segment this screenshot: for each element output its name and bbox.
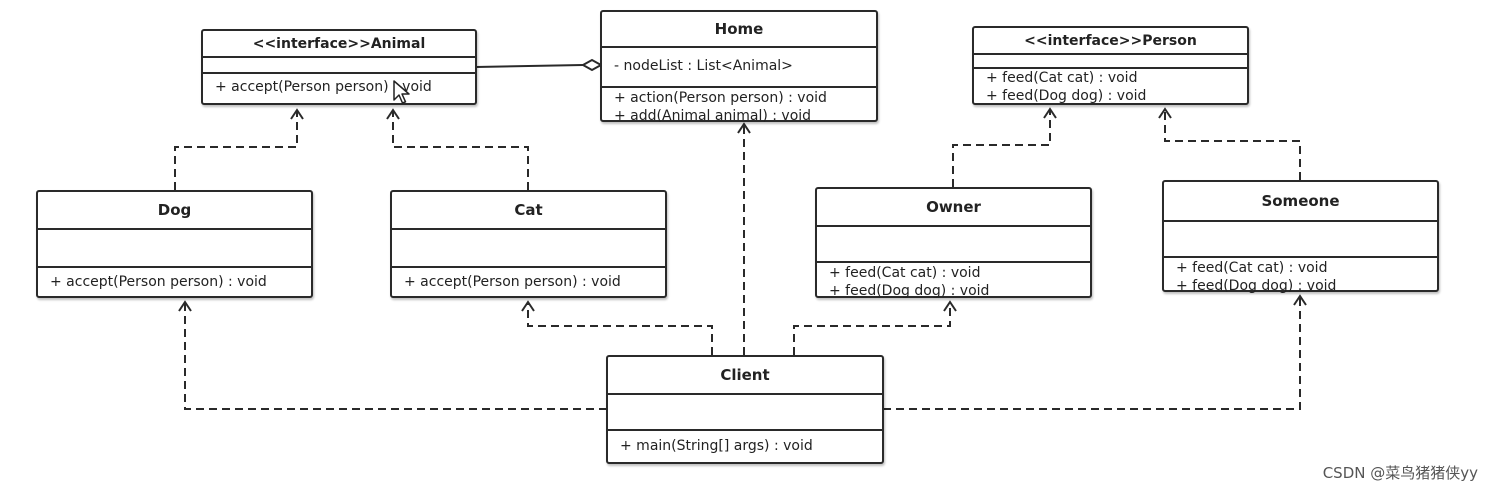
class-client-title: Client (608, 357, 882, 395)
class-client-attributes (608, 395, 882, 431)
aggregation-line-home-animal (475, 64, 584, 68)
arrowhead-client-someone (1293, 294, 1307, 306)
dependency-client-someone (883, 296, 1301, 410)
realization-dog-animal (174, 110, 298, 190)
class-dog-title: Dog (38, 192, 311, 230)
class-cat-attributes (392, 230, 665, 268)
class-client-operations: + main(String[] args) : void (608, 431, 882, 455)
arrowhead-dog-animal (290, 108, 304, 120)
class-person-title: <<interface>>Person (974, 28, 1247, 55)
class-cat-operations: + accept(Person person) : void (392, 268, 665, 291)
operation: + accept(Person person) : void (215, 79, 432, 95)
realization-owner-person (952, 109, 1051, 187)
class-person-operations: + feed(Cat cat) : void + feed(Dog dog) :… (974, 69, 1247, 105)
class-person-attributes (974, 55, 1247, 69)
operation: + feed(Dog dog) : void (986, 88, 1147, 104)
attribute: - nodeList : List<Animal> (614, 58, 793, 74)
operation: + accept(Person person) : void (404, 274, 621, 290)
class-dog[interactable]: Dog + accept(Person person) : void (36, 190, 313, 298)
class-someone-operations: + feed(Cat cat) : void + feed(Dog dog) :… (1164, 258, 1437, 295)
class-home-title: Home (602, 12, 876, 48)
realization-cat-animal (392, 110, 529, 190)
operation: + feed(Dog dog) : void (829, 283, 990, 299)
arrowhead-client-dog (178, 300, 192, 312)
arrowhead-cat-animal (386, 108, 400, 120)
dependency-client-owner (793, 302, 951, 355)
class-owner-title: Owner (817, 189, 1090, 227)
operation: + add(Animal animal) : void (614, 108, 812, 124)
class-animal[interactable]: <<interface>>Animal + accept(Person pers… (201, 29, 477, 105)
class-home-operations: + action(Person person) : void + add(Ani… (602, 88, 876, 125)
dependency-client-cat (527, 302, 713, 355)
operation: + feed(Dog dog) : void (1176, 278, 1337, 294)
class-person[interactable]: <<interface>>Person + feed(Cat cat) : vo… (972, 26, 1249, 105)
class-owner[interactable]: Owner + feed(Cat cat) : void + feed(Dog … (815, 187, 1092, 300)
class-client[interactable]: Client + main(String[] args) : void (606, 355, 884, 464)
arrowhead-owner-person (1043, 107, 1057, 119)
dependency-client-dog (184, 302, 607, 410)
operation: + feed(Cat cat) : void (986, 70, 1138, 86)
realization-someone-person (1164, 109, 1301, 180)
operation: + accept(Person person) : void (50, 274, 267, 290)
class-animal-attributes (203, 58, 475, 74)
class-animal-operations: + accept(Person person) : void (203, 74, 475, 96)
class-animal-title: <<interface>>Animal (203, 31, 475, 58)
arrowhead-client-owner (943, 300, 957, 312)
arrowhead-someone-person (1158, 107, 1172, 119)
class-dog-operations: + accept(Person person) : void (38, 268, 311, 291)
class-owner-operations: + feed(Cat cat) : void + feed(Dog dog) :… (817, 263, 1090, 300)
watermark: CSDN @菜鸟猪猪侠yy (1322, 464, 1478, 482)
class-someone-attributes (1164, 222, 1437, 258)
arrowhead-client-home (737, 122, 751, 134)
mouse-pointer-icon (393, 80, 410, 104)
class-cat-title: Cat (392, 192, 665, 230)
class-someone-title: Someone (1164, 182, 1437, 222)
class-cat[interactable]: Cat + accept(Person person) : void (390, 190, 667, 298)
operation: + feed(Cat cat) : void (1176, 260, 1328, 276)
class-home[interactable]: Home - nodeList : List<Animal> + action(… (600, 10, 878, 125)
class-someone[interactable]: Someone + feed(Cat cat) : void + feed(Do… (1162, 180, 1439, 295)
arrowhead-client-cat (521, 300, 535, 312)
operation: + action(Person person) : void (614, 90, 827, 106)
aggregation-diamond (580, 58, 604, 72)
class-owner-attributes (817, 227, 1090, 263)
class-dog-attributes (38, 230, 311, 268)
operation: + feed(Cat cat) : void (829, 265, 981, 281)
class-home-attributes: - nodeList : List<Animal> (602, 48, 876, 88)
operation: + main(String[] args) : void (620, 438, 813, 454)
